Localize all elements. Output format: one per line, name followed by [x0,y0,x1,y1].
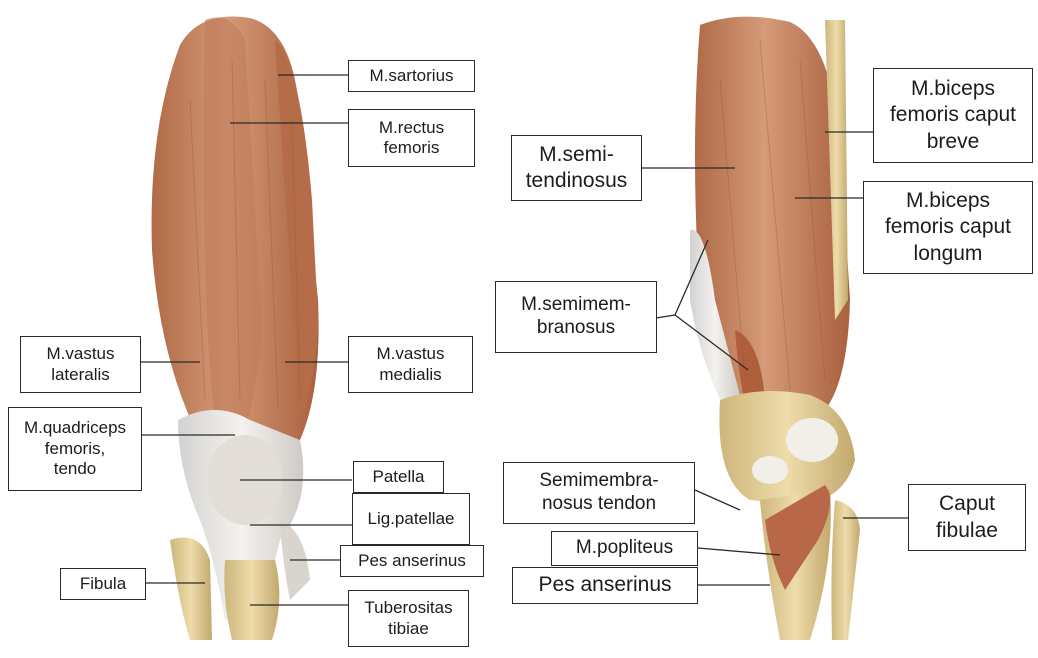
label-semimembranosus: M.semimem- branosus [495,281,657,353]
anterior-thigh-drawing [152,17,319,640]
label-fibula: Fibula [60,568,146,600]
label-semitendinosus: M.semi- tendinosus [511,135,642,201]
label-biceps-caput-longum: M.biceps femoris caput longum [863,181,1033,274]
label-caput-fibulae: Caput fibulae [908,484,1026,551]
label-semimembranosus-tendon: Semimembra- nosus tendon [503,462,695,524]
label-vastus-lateralis: M.vastus lateralis [20,336,141,393]
label-quadriceps-tendon: M.quadriceps femoris, tendo [8,407,142,491]
label-biceps-caput-breve: M.biceps femoris caput breve [873,68,1033,163]
label-pes-anserinus-left: Pes anserinus [340,545,484,577]
label-rectus-femoris: M.rectus femoris [348,109,475,167]
label-pes-anserinus-right: Pes anserinus [512,567,698,604]
posterior-thigh-drawing [690,17,860,640]
label-lig-patellae: Lig.patellae [352,493,470,545]
label-vastus-medialis: M.vastus medialis [348,336,473,393]
label-sartorius: M.sartorius [348,60,475,92]
label-patella: Patella [353,461,444,493]
label-popliteus: M.popliteus [551,531,698,566]
label-tuberositas-tibiae: Tuberositas tibiae [348,590,469,647]
